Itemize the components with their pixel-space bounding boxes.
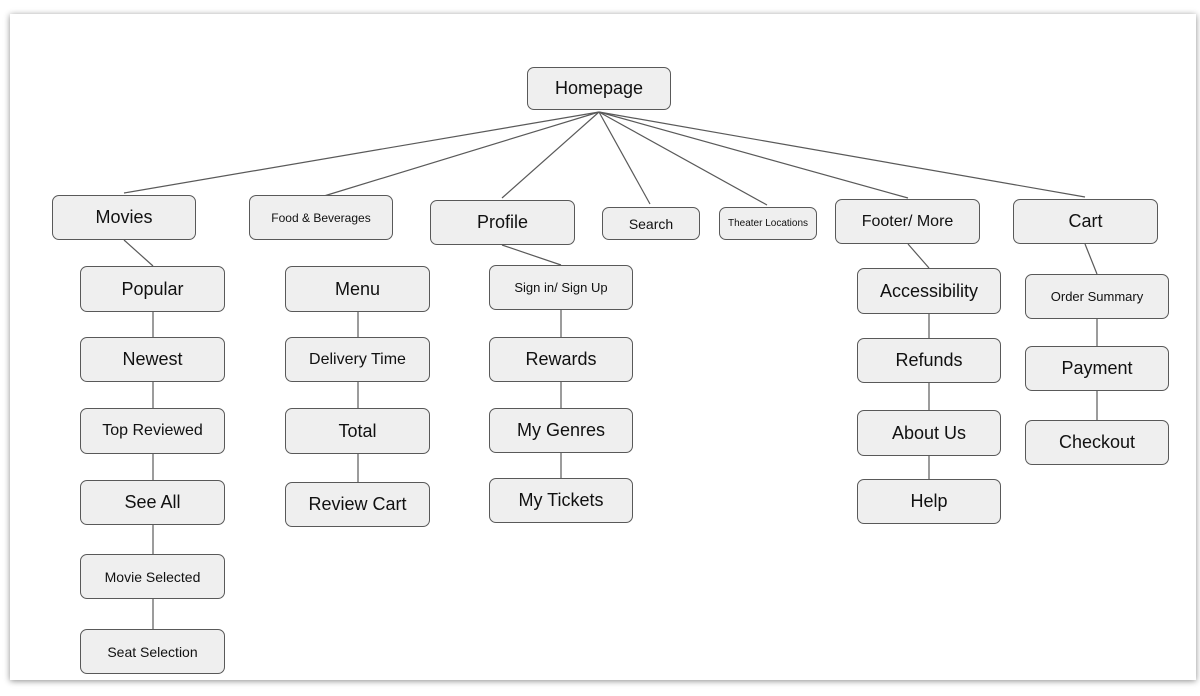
node-theater-locations: Theater Locations: [719, 207, 817, 240]
node-rewards: Rewards: [489, 337, 633, 382]
node-checkout: Checkout: [1025, 420, 1169, 465]
link-home-theater: [598, 111, 768, 206]
node-homepage: Homepage: [527, 67, 671, 110]
node-food-beverages: Food & Beverages: [249, 195, 393, 240]
link-home-search: [598, 111, 651, 205]
link-profile-signin: [501, 244, 562, 266]
node-my-tickets: My Tickets: [489, 478, 633, 523]
node-total: Total: [285, 408, 430, 454]
node-delivery-time: Delivery Time: [285, 337, 430, 382]
node-payment: Payment: [1025, 346, 1169, 391]
link-movies-popular: [123, 239, 154, 267]
node-top-reviewed: Top Reviewed: [80, 408, 225, 454]
link-home-footer: [598, 111, 909, 199]
node-popular: Popular: [80, 266, 225, 312]
node-refunds: Refunds: [857, 338, 1001, 383]
node-help: Help: [857, 479, 1001, 524]
node-accessibility: Accessibility: [857, 268, 1001, 314]
node-cart: Cart: [1013, 199, 1158, 244]
link-home-cart: [598, 111, 1086, 198]
node-footer-more: Footer/ More: [835, 199, 980, 244]
node-review-cart: Review Cart: [285, 482, 430, 527]
node-seat-selection: Seat Selection: [80, 629, 225, 674]
link-home-profile: [501, 111, 600, 199]
node-menu: Menu: [285, 266, 430, 312]
node-order-summary: Order Summary: [1025, 274, 1169, 319]
node-sign-in: Sign in/ Sign Up: [489, 265, 633, 310]
node-about-us: About Us: [857, 410, 1001, 456]
node-profile: Profile: [430, 200, 575, 245]
link-footer-accessibility: [907, 243, 930, 269]
node-movies: Movies: [52, 195, 196, 240]
node-movie-selected: Movie Selected: [80, 554, 225, 599]
link-home-movies: [123, 111, 600, 194]
node-see-all: See All: [80, 480, 225, 525]
link-cart-order: [1084, 243, 1098, 275]
link-home-food: [323, 111, 600, 197]
node-my-genres: My Genres: [489, 408, 633, 453]
node-newest: Newest: [80, 337, 225, 382]
node-search: Search: [602, 207, 700, 240]
